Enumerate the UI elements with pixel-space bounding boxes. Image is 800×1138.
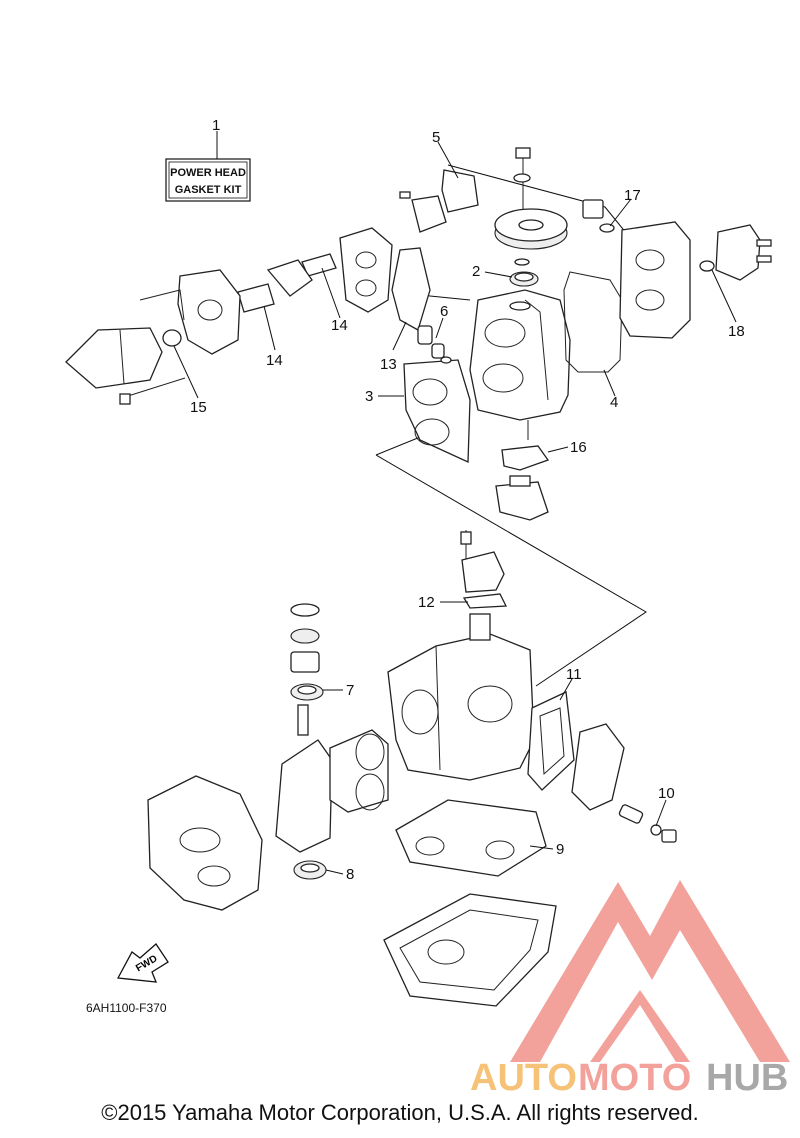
callout-8: 8 xyxy=(346,866,354,883)
callout-11: 11 xyxy=(566,666,582,683)
callout-leaders xyxy=(173,131,737,875)
diagram-code: 6AH1100-F370 xyxy=(86,1001,167,1015)
watermark-auto: AUTO xyxy=(470,1057,577,1099)
fuel-pump xyxy=(715,224,772,281)
callout-2: 2 xyxy=(472,263,480,280)
cylinder-head-gasket xyxy=(403,359,471,463)
breather-cover xyxy=(399,169,479,233)
callout-9: 9 xyxy=(556,841,564,858)
callout-14a: 14 xyxy=(266,352,283,369)
callout-7: 7 xyxy=(346,682,354,699)
exhaust-cover xyxy=(571,723,677,843)
callout-12: 12 xyxy=(418,594,435,611)
silencer xyxy=(65,327,186,405)
thermostat-cover xyxy=(495,445,550,521)
callout-17: 17 xyxy=(624,187,641,204)
fwd-arrow-icon: FWD xyxy=(116,943,169,983)
callout-6: 6 xyxy=(440,303,448,320)
watermark-logo: AUTO MOTO HUB xyxy=(470,880,790,1099)
callout-14b: 14 xyxy=(331,317,348,334)
o-ring-18 xyxy=(699,260,715,272)
intake-manifold xyxy=(237,227,393,313)
callout-4: 4 xyxy=(610,394,618,411)
oil-seal-top xyxy=(509,271,539,287)
o-ring-15 xyxy=(162,329,182,347)
crank-seal-stack xyxy=(290,603,324,701)
callout-5: 5 xyxy=(432,129,440,146)
watermark-triangle-icon xyxy=(510,880,790,1062)
cylinder-head xyxy=(469,289,571,440)
head-cover xyxy=(582,199,691,339)
timing-pulley xyxy=(494,147,568,266)
exhaust-gasket xyxy=(527,691,575,791)
callout-numbers: 1 2 3 4 5 6 7 8 9 10 11 12 13 14 14 15 1… xyxy=(190,117,745,883)
exhaust-guide xyxy=(383,893,557,1007)
anode-cover xyxy=(460,530,508,609)
callout-1: 1 xyxy=(212,117,220,134)
watermark-hub: HUB xyxy=(706,1057,788,1099)
callout-16: 16 xyxy=(570,439,587,456)
watermark-moto: MOTO xyxy=(578,1057,691,1099)
lower-oil-seal xyxy=(293,860,327,880)
crankshaft-assembly xyxy=(275,704,389,853)
kit-label-line1: POWER HEAD xyxy=(170,167,246,179)
callout-15: 15 xyxy=(190,399,207,416)
callout-10: 10 xyxy=(658,785,675,802)
base-gasket xyxy=(395,799,547,877)
o-ring-17 xyxy=(599,223,615,233)
callout-13: 13 xyxy=(380,356,397,373)
kit-label: POWER HEAD GASKET KIT xyxy=(165,158,251,202)
head-cover-gasket xyxy=(563,271,623,373)
callout-3: 3 xyxy=(365,388,373,405)
thermostat-parts xyxy=(391,247,452,364)
copyright-notice: ©2015 Yamaha Motor Corporation, U.S.A. A… xyxy=(101,1100,699,1125)
carburetor xyxy=(139,269,241,355)
cylinder-block xyxy=(387,613,535,781)
kit-label-line2: GASKET KIT xyxy=(175,184,242,196)
crankcase xyxy=(147,775,263,911)
callout-18: 18 xyxy=(728,323,745,340)
